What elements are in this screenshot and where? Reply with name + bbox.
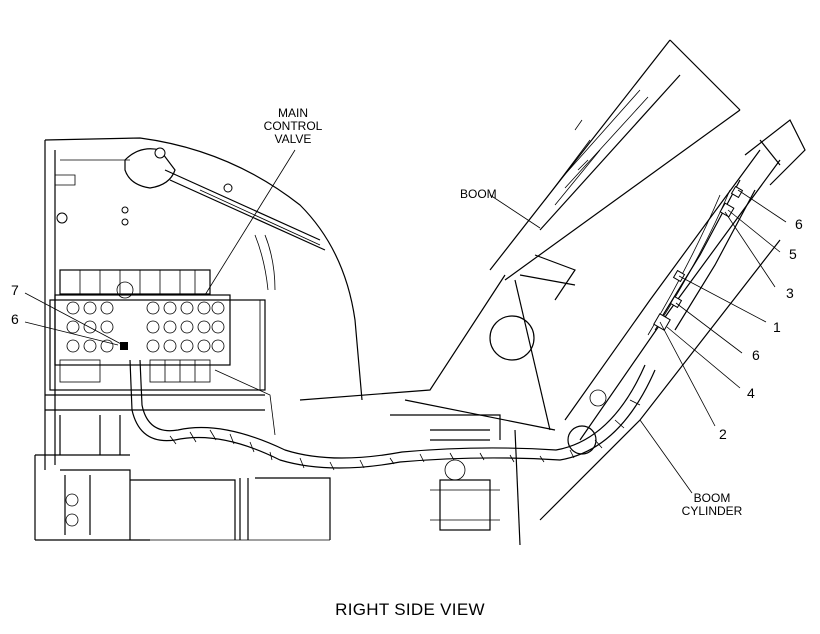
main-control-valve-line3: VALVE [274,132,312,146]
callout-5: 5 [789,246,797,262]
boom-cylinder [647,119,806,336]
main-control-valve-line2: CONTROL [263,119,323,133]
callout-6-top: 6 [795,216,803,232]
callout-7: 7 [11,282,19,298]
main-control-valve-line1: MAIN [278,106,308,120]
callout-3: 3 [786,285,794,301]
callout-1: 1 [773,319,781,335]
callout-6-mid: 6 [752,347,760,363]
callout-6-left: 6 [11,311,19,327]
boom-label: BOOM [460,187,497,201]
figure-caption: RIGHT SIDE VIEW [335,600,485,619]
boom-cylinder-line1: BOOM [693,491,731,505]
boom-cylinder-line2: CYLINDER [681,504,743,518]
main-control-valve-label: MAIN CONTROL VALVE [258,107,328,146]
main-control-valve [49,269,276,436]
leader-lines [24,149,787,494]
callout-4: 4 [747,385,755,401]
cab-frame [34,137,363,541]
boom-pivot [299,149,781,546]
hose-routing [129,359,656,471]
boom-arm [489,39,741,301]
callout-2: 2 [719,426,727,442]
boom-cylinder-label: BOOM CYLINDER [672,492,752,518]
